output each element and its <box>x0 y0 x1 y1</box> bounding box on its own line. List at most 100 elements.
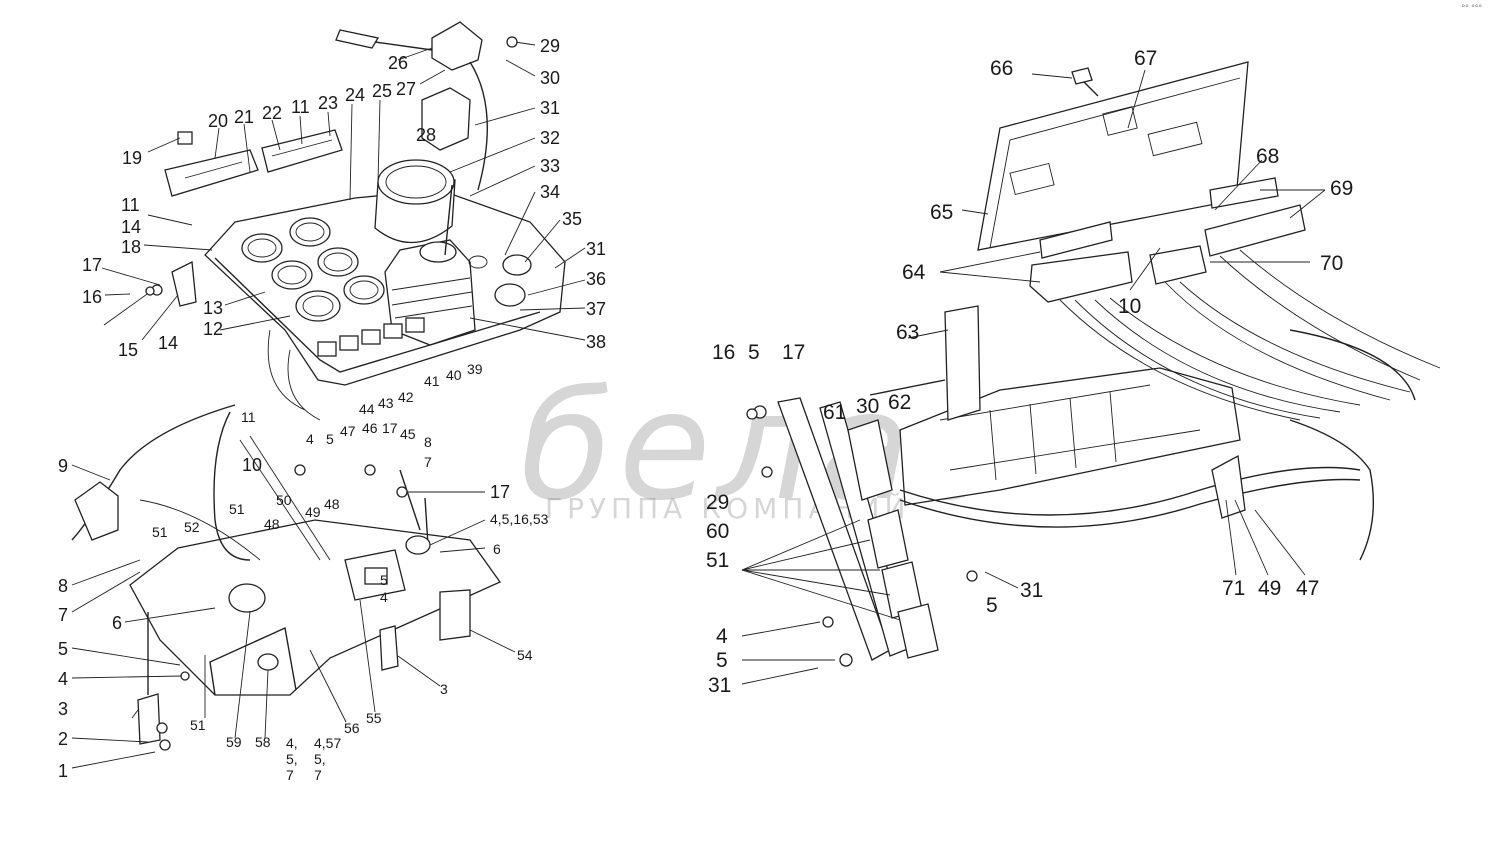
callout-4-5-16-53: 4,5,16,53 <box>490 511 549 527</box>
callout-66: 66 <box>990 57 1014 80</box>
callout-17b: 17 <box>490 482 511 502</box>
callout-48b: 48 <box>264 516 280 532</box>
callout-49r: 49 <box>1258 577 1282 600</box>
callout-21: 21 <box>234 107 255 127</box>
callout-8: 8 <box>58 576 69 596</box>
callout-13: 13 <box>203 298 224 318</box>
callout-25: 25 <box>372 81 393 101</box>
callout-67: 67 <box>1134 47 1158 70</box>
callout-31: 31 <box>540 98 561 118</box>
callout-2: 2 <box>58 729 69 749</box>
callout-8b: 8 <box>424 434 432 450</box>
callout-52: 52 <box>184 519 200 535</box>
callout-16: 16 <box>82 287 103 307</box>
callout-3b: 3 <box>440 681 448 697</box>
callout-29r: 29 <box>706 491 730 514</box>
callout-61: 61 <box>823 401 847 424</box>
fasteners <box>145 36 978 751</box>
callout-47r: 47 <box>1296 577 1320 600</box>
callout-48: 48 <box>324 496 340 512</box>
gauge-cluster <box>241 217 385 322</box>
callout-44: 44 <box>359 401 375 417</box>
callout-45: 45 <box>400 426 416 442</box>
callout-31r: 31 <box>1020 579 1044 602</box>
callout-58: 58 <box>255 734 271 750</box>
callout-37: 37 <box>586 299 607 319</box>
instrument-panel <box>164 21 566 421</box>
callout-10: 10 <box>242 455 263 475</box>
callout-17r: 17 <box>782 341 806 364</box>
callout-4-57-5-7: 4,57 5, 7 <box>314 735 342 784</box>
callout-32: 32 <box>540 128 561 148</box>
callout-24: 24 <box>345 85 366 105</box>
callout-34: 34 <box>540 182 561 202</box>
callout-55: 55 <box>366 710 382 726</box>
callout-60: 60 <box>706 520 730 543</box>
switch-row <box>317 317 425 357</box>
callout-11b: 11 <box>291 97 310 117</box>
callout-50: 50 <box>276 492 292 508</box>
callout-6: 6 <box>112 613 123 633</box>
switch-strips <box>164 129 343 197</box>
callout-31r2: 31 <box>708 674 732 697</box>
relay-panel <box>777 61 1441 661</box>
callout-51: 51 <box>152 524 168 540</box>
callout-1: 1 <box>58 761 69 781</box>
callout-56: 56 <box>344 720 360 736</box>
callout-40: 40 <box>446 367 462 383</box>
callout-33: 33 <box>540 156 561 176</box>
callout-4: 4 <box>58 669 69 689</box>
callout-15: 15 <box>118 340 139 360</box>
callout-35: 35 <box>562 209 583 229</box>
callout-22: 22 <box>262 103 283 123</box>
callout-39: 39 <box>467 361 483 377</box>
callout-11: 11 <box>121 195 140 215</box>
callout-19: 19 <box>122 148 143 168</box>
callout-12: 12 <box>203 319 224 339</box>
lower-console <box>71 404 501 745</box>
callout-27: 27 <box>396 79 417 99</box>
callout-51b: 51 <box>229 501 245 517</box>
callout-20: 20 <box>208 111 229 131</box>
callout-30: 30 <box>540 68 561 88</box>
callout-7: 7 <box>58 605 69 625</box>
callout-63: 63 <box>896 321 920 344</box>
callout-68: 68 <box>1256 145 1280 168</box>
callout-14: 14 <box>121 217 142 237</box>
callout-47: 47 <box>340 423 356 439</box>
callout-17c: 17 <box>382 420 398 436</box>
callout-17: 17 <box>82 255 103 275</box>
callout-59: 59 <box>226 734 242 750</box>
callout-10r: 10 <box>1118 295 1142 318</box>
callout-69: 69 <box>1330 177 1354 200</box>
callout-6b: 6 <box>493 541 501 557</box>
callout-4b: 4 <box>306 431 314 447</box>
callout-42: 42 <box>398 389 414 405</box>
callout-64: 64 <box>902 261 926 284</box>
callout-5b: 5 <box>326 431 334 447</box>
callout-5: 5 <box>58 639 69 659</box>
stalk-switch <box>335 21 489 191</box>
callout-5r2: 5 <box>986 594 998 617</box>
callout-16r: 16 <box>712 341 736 364</box>
callout-51c: 51 <box>190 717 206 733</box>
callout-46: 46 <box>362 420 378 436</box>
callout-26: 26 <box>388 53 409 73</box>
callout-30r: 30 <box>856 395 880 418</box>
callout-4-5-7: 4, 5, 7 <box>286 735 298 784</box>
callout-71: 71 <box>1222 577 1246 600</box>
callout-70: 70 <box>1320 252 1344 275</box>
callout-14b: 14 <box>158 333 179 353</box>
callout-4c: 4 <box>380 589 388 605</box>
callout-3: 3 <box>58 699 69 719</box>
callout-49: 49 <box>305 504 321 520</box>
callout-5c: 5 <box>380 572 388 588</box>
callout-31b: 31 <box>586 239 607 259</box>
speedometer <box>374 159 456 244</box>
callout-4r: 4 <box>716 625 728 648</box>
callout-41: 41 <box>424 373 440 389</box>
callout-23: 23 <box>318 93 339 113</box>
callout-5r3: 5 <box>716 649 728 672</box>
callout-29: 29 <box>540 36 561 56</box>
